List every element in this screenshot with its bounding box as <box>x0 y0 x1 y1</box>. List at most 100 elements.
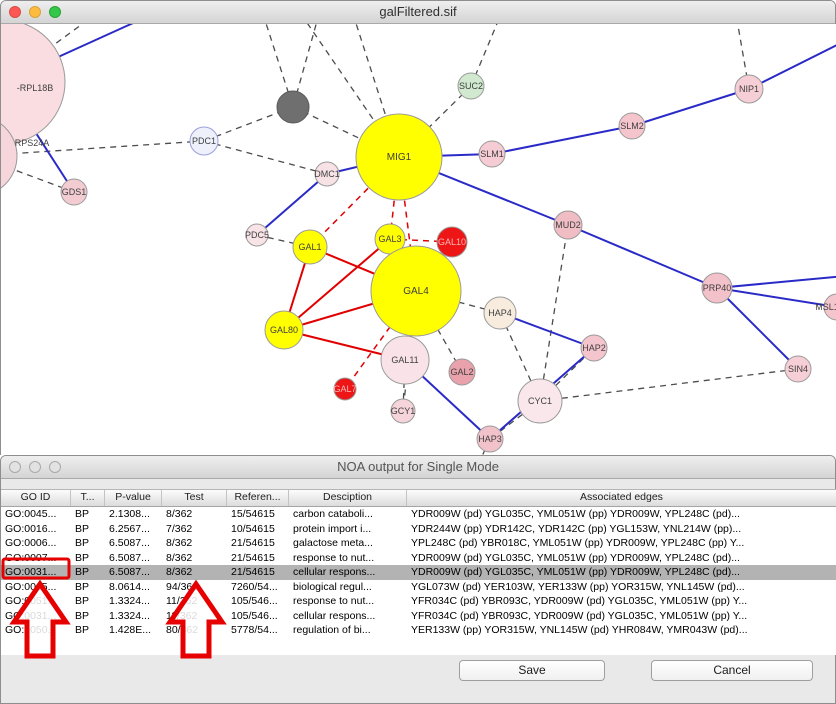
node-slm2[interactable] <box>618 112 646 140</box>
node-label-gal2: GAL2 <box>450 367 473 377</box>
column-header-5[interactable]: Desciption <box>289 490 407 506</box>
node-gal11[interactable] <box>380 335 430 385</box>
edge-suc2-mig1[interactable] <box>398 85 472 158</box>
close-button[interactable] <box>9 6 21 18</box>
edge-pdc1-dmc1[interactable] <box>203 140 328 175</box>
table-cell: 11/362 <box>166 595 198 607</box>
minimize-button[interactable] <box>29 461 41 473</box>
edge-nip1-a7[interactable] <box>748 42 836 90</box>
table-cell: 94/362 <box>166 580 199 593</box>
table-cell: BP <box>75 595 90 607</box>
node-msl1[interactable] <box>823 293 836 321</box>
node-gal10[interactable] <box>436 226 468 258</box>
edge-slm2-nip1[interactable] <box>631 88 750 127</box>
edge-gal80-gal3[interactable] <box>283 238 391 331</box>
edge-prp40-msl1[interactable] <box>716 287 836 308</box>
table-cell: 10/54615 <box>231 522 275 535</box>
node-hap2[interactable] <box>580 334 608 362</box>
node-cyc1[interactable] <box>517 378 563 424</box>
edge-unnamed_gray-mig1[interactable] <box>292 106 400 158</box>
node-label-nip1: NIP1 <box>739 84 759 94</box>
node-label-cyc1: CYC1 <box>528 396 552 406</box>
node-label-gal10: GAL10 <box>438 237 466 247</box>
node-label-mud2: MUD2 <box>555 220 581 230</box>
node-label-gal80: GAL80 <box>270 325 298 335</box>
node-mud2[interactable] <box>553 210 583 240</box>
node-hap3[interactable] <box>476 425 504 453</box>
node-nip1[interactable] <box>734 74 764 104</box>
table-cell: 1.3324... <box>109 595 150 607</box>
node-gal2[interactable] <box>448 358 476 386</box>
node-dmc1[interactable] <box>314 161 340 187</box>
edge-dmc1-pdc5[interactable] <box>256 173 328 236</box>
noa-window-titlebar[interactable]: NOA output for Single Mode <box>1 456 835 479</box>
node-pdc1[interactable] <box>189 126 219 156</box>
column-header-0[interactable]: GO ID <box>1 490 71 506</box>
node-label-gds1: GDS1 <box>62 187 87 197</box>
edge-cyc1-mud2[interactable] <box>539 224 569 402</box>
minimize-button[interactable] <box>29 6 41 18</box>
node-suc2[interactable] <box>457 72 485 100</box>
node-unnamed_gray[interactable] <box>276 90 310 124</box>
node-mig1[interactable] <box>355 113 443 201</box>
save-button[interactable]: Save <box>459 660 605 681</box>
edge-gal4-gal7[interactable] <box>344 290 417 390</box>
table-cell: GO:0050... <box>5 624 57 636</box>
node-rps24a[interactable] <box>1 116 18 196</box>
zoom-button[interactable] <box>49 461 61 473</box>
node-sin4[interactable] <box>784 355 812 383</box>
column-header-3[interactable]: Test <box>162 490 227 506</box>
edge-cyc1-sin4[interactable] <box>539 368 799 402</box>
node-slm1[interactable] <box>478 140 506 168</box>
cancel-button[interactable]: Cancel <box>651 660 813 681</box>
node-prp40[interactable] <box>701 272 733 304</box>
node-label-msl1: MSL1 <box>815 302 836 312</box>
node-label-pdc5: PDC5 <box>245 230 269 240</box>
table-cell: GO:0065... <box>5 580 57 593</box>
table-cell: biological regul... <box>293 580 372 593</box>
column-header-6[interactable]: Associated edges <box>407 490 836 506</box>
table-cell: YPL248C (pd) YBR018C, YML051W (pp) YDR00… <box>411 537 745 549</box>
node-label-slm1: SLM1 <box>480 149 504 159</box>
network-window-titlebar[interactable]: galFiltered.sif <box>1 1 835 24</box>
node-hap4[interactable] <box>483 296 517 330</box>
table-cell: GO:0051... <box>5 595 57 607</box>
edge-hap4-hap2[interactable] <box>499 312 595 349</box>
zoom-button[interactable] <box>49 6 61 18</box>
edge-prp40-sin4[interactable] <box>716 287 799 370</box>
edge-mud2-prp40[interactable] <box>567 224 718 289</box>
node-pdc5[interactable] <box>245 223 269 247</box>
table-cell: response to nut... <box>293 595 375 607</box>
table-cell: 15/54615 <box>231 508 275 520</box>
close-button[interactable] <box>9 461 21 473</box>
edge-prp40-a11[interactable] <box>716 275 836 289</box>
column-header-2[interactable]: P-value <box>105 490 162 506</box>
node-gal4[interactable] <box>370 245 462 337</box>
node-gal1[interactable] <box>292 229 328 265</box>
table-cell: YFR034C (pd) YBR093C, YDR009W (pd) YGL03… <box>411 595 748 607</box>
table-cell: YGL073W (pd) YER103W, YER133W (pp) YOR31… <box>411 580 745 593</box>
node-gal80[interactable] <box>264 310 304 350</box>
column-header-1[interactable]: T... <box>71 490 105 506</box>
edge-gal11-gcy1[interactable] <box>402 359 406 412</box>
node-gal7[interactable] <box>333 377 357 401</box>
table-cell: GO:0045... <box>5 508 57 520</box>
edge-slm1-slm2[interactable] <box>491 125 633 155</box>
node-label-slm2: SLM2 <box>620 121 644 131</box>
node-gds1[interactable] <box>60 178 88 206</box>
column-header-4[interactable]: Referen... <box>227 490 289 506</box>
table-cell: 11/362 <box>166 609 198 622</box>
table-cell: BP <box>75 609 90 622</box>
node-label-rps24a: RPS24A <box>15 138 50 148</box>
node-gcy1[interactable] <box>390 398 416 424</box>
network-canvas[interactable]: -RPL18BRPS24AGDS1PDC1MIG1SUC2SLM1SLM2NIP… <box>1 24 836 457</box>
